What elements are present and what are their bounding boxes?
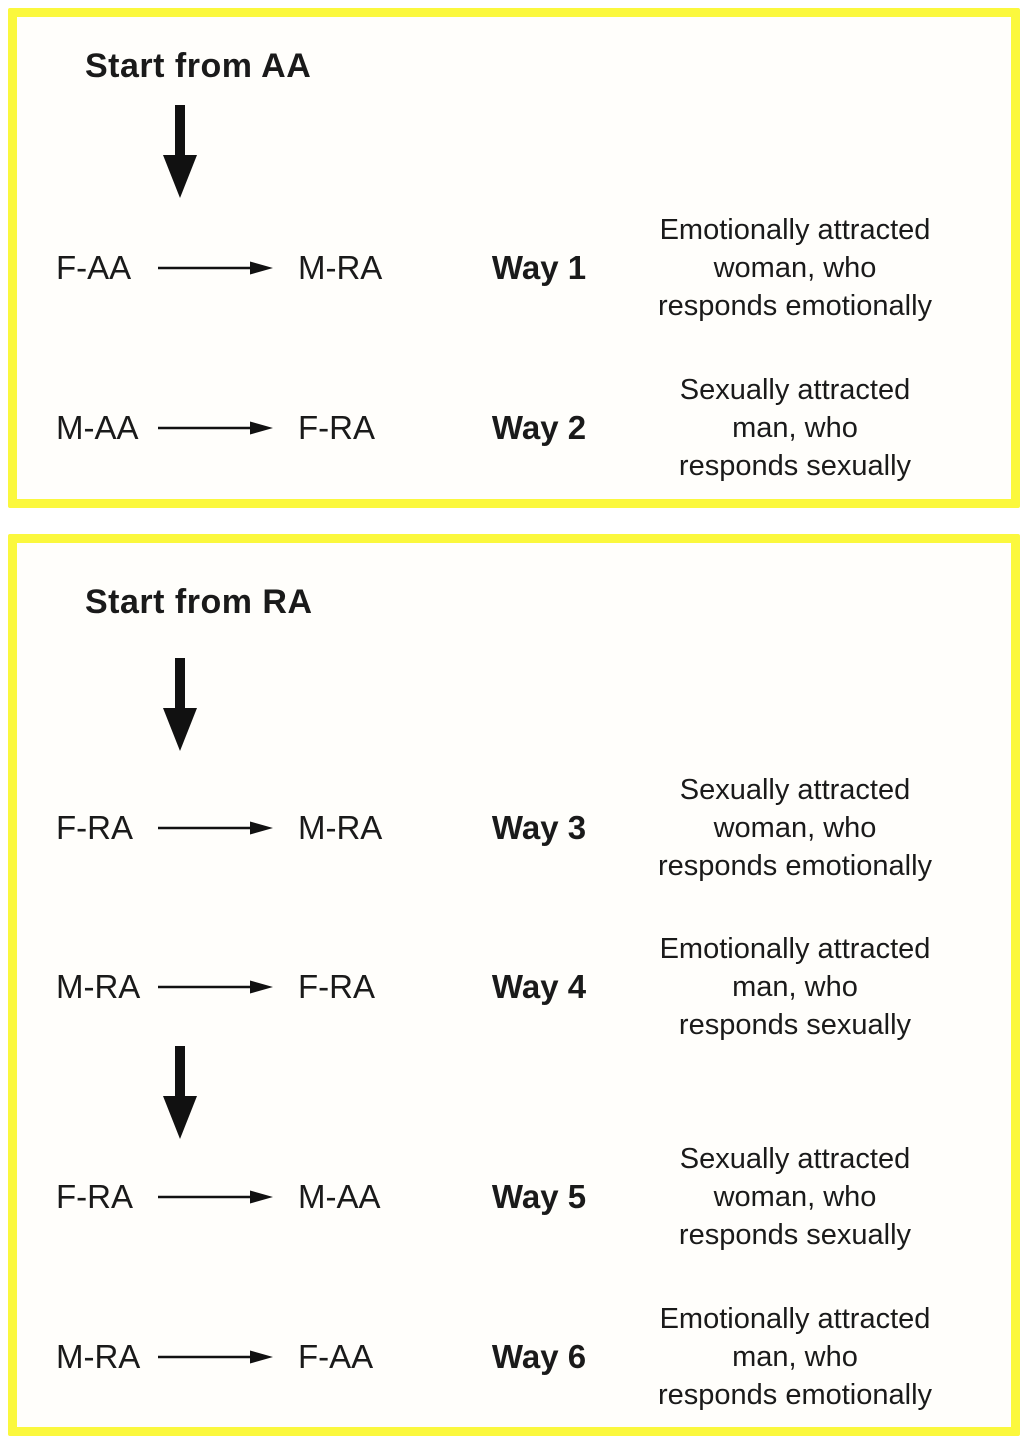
right-arrow-icon — [158, 421, 273, 435]
way-description: Sexually attracted woman, who responds s… — [623, 1140, 967, 1254]
right-arrow-icon — [158, 1190, 273, 1204]
way-row: M-RA F-AA Way 6 Emotionally attracted ma… — [17, 1297, 1011, 1417]
description-line: man, who — [732, 412, 858, 444]
node-label-to: F-RA — [298, 409, 375, 446]
down-arrow-icon — [163, 658, 197, 751]
description-line: responds emotionally — [657, 850, 933, 882]
node-label-to: F-RA — [298, 968, 375, 1005]
description-line: responds emotionally — [657, 1379, 933, 1411]
right-arrow-icon — [158, 980, 273, 994]
way-row: F-AA M-RA Way 1 Emotionally attracted wo… — [17, 208, 1011, 328]
right-arrow-icon — [158, 261, 273, 275]
description-line: woman, who — [713, 1181, 877, 1213]
node-label-to: F-AA — [298, 1338, 374, 1375]
way-description: Sexually attracted man, who responds sex… — [623, 371, 967, 485]
right-arrow-icon — [158, 1350, 273, 1364]
way-description: Sexually attracted woman, who responds e… — [623, 771, 967, 885]
down-arrow-icon — [163, 105, 197, 198]
node-label-from: M-RA — [56, 968, 141, 1005]
panel-title: Start from RA — [85, 583, 313, 621]
node-label-from: M-RA — [56, 1338, 141, 1375]
node-label-to: M-AA — [298, 1178, 381, 1215]
description-line: Sexually attracted — [679, 774, 911, 806]
way-description: Emotionally attracted man, who responds … — [623, 930, 967, 1044]
description-line: Emotionally attracted — [659, 1303, 931, 1335]
way-label: Way 1 — [491, 249, 587, 286]
description-line: Emotionally attracted — [659, 933, 931, 965]
description-line: Sexually attracted — [679, 1143, 911, 1175]
description-line: woman, who — [713, 252, 877, 284]
description-line: Sexually attracted — [679, 374, 911, 406]
description-line: Emotionally attracted — [659, 214, 931, 246]
description-line: responds sexually — [678, 1009, 912, 1041]
description-line: woman, who — [713, 812, 877, 844]
panel-title: Start from AA — [85, 47, 312, 85]
node-label-from: F-AA — [56, 249, 132, 286]
panel-start-from-aa: Start from AA F-AA M-RA Way 1 Emotionall… — [8, 8, 1020, 508]
way-label: Way 5 — [491, 1178, 587, 1215]
description-line: responds sexually — [678, 450, 912, 482]
way-label: Way 4 — [491, 968, 587, 1005]
node-label-to: M-RA — [298, 809, 383, 846]
right-arrow-icon — [158, 821, 273, 835]
way-label: Way 3 — [491, 809, 587, 846]
way-row: F-RA M-RA Way 3 Sexually attracted woman… — [17, 768, 1011, 888]
description-line: responds emotionally — [657, 290, 933, 322]
way-label: Way 6 — [491, 1338, 587, 1375]
node-label-to: M-RA — [298, 249, 383, 286]
way-description: Emotionally attracted woman, who respond… — [623, 211, 967, 325]
way-label: Way 2 — [491, 409, 587, 446]
way-row: M-RA F-RA Way 4 Emotionally attracted ma… — [17, 927, 1011, 1047]
way-row: M-AA F-RA Way 2 Sexually attracted man, … — [17, 368, 1011, 488]
node-label-from: M-AA — [56, 409, 139, 446]
way-row: F-RA M-AA Way 5 Sexually attracted woman… — [17, 1137, 1011, 1257]
description-line: man, who — [732, 971, 858, 1003]
panel-start-from-ra: Start from RA F-RA M-RA Way 3 Sexually a… — [8, 534, 1020, 1436]
description-line: responds sexually — [678, 1219, 912, 1251]
node-label-from: F-RA — [56, 809, 133, 846]
description-line: man, who — [732, 1341, 858, 1373]
way-description: Emotionally attracted man, who responds … — [623, 1300, 967, 1414]
down-arrow-icon — [163, 1046, 197, 1139]
node-label-from: F-RA — [56, 1178, 133, 1215]
